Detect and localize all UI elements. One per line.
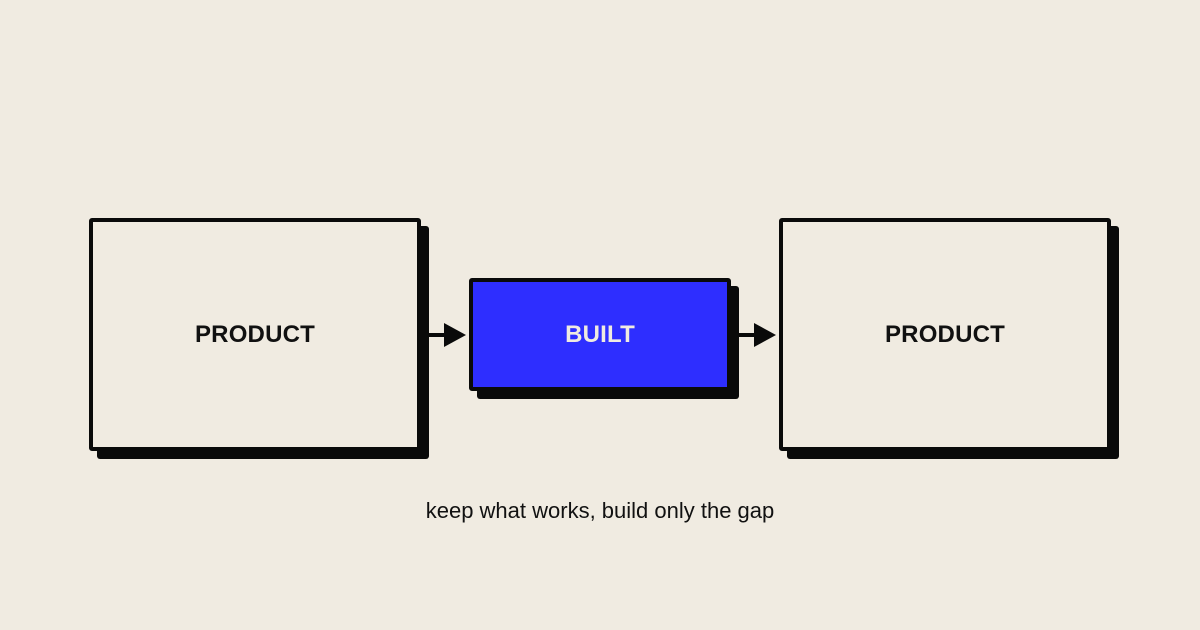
product-box-left: PRODUCT [89, 218, 421, 451]
diagram-caption: keep what works, build only the gap [425, 498, 775, 523]
arrowhead-1 [444, 323, 466, 347]
built-box: BUILT [469, 278, 731, 391]
product-box-right: PRODUCT [779, 218, 1111, 451]
arrowhead-2 [754, 323, 776, 347]
product-label-left: PRODUCT [194, 320, 316, 348]
product-label-right: PRODUCT [884, 320, 1006, 348]
arrow-built-to-right [738, 323, 776, 347]
arrow-left-to-built [428, 323, 466, 347]
built-label: BUILT [565, 320, 635, 348]
